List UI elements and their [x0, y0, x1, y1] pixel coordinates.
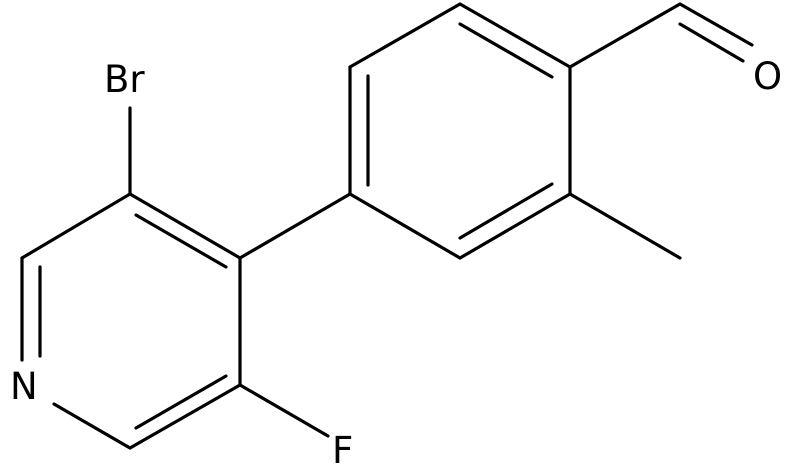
bond-methyl [568, 192, 682, 260]
atom-label-br: Br [104, 58, 145, 101]
bond-b4-cho [568, 2, 682, 69]
atom-label-o: O [753, 55, 782, 98]
bond-c-o-double-inner [678, 22, 745, 63]
atom-label-n: N [10, 365, 38, 408]
bond-b3-b4 [458, 2, 572, 69]
bond-b6-b1 [348, 192, 462, 260]
bond-c-o-double-outer [678, 2, 754, 47]
bond-biaryl [238, 192, 352, 260]
bond-b5-b6-inner [458, 182, 554, 240]
bond-c-f-f [238, 383, 330, 438]
benzene-ring [348, 2, 572, 260]
bond-c-br-c4-inner [134, 213, 228, 269]
bond-b2-b3 [348, 2, 462, 69]
atom-label-f: F [332, 429, 353, 472]
bond-c-br-c4 [128, 192, 242, 260]
bond-c-f-c6-inner [134, 374, 228, 430]
bond-c-f-c6 [128, 383, 242, 450]
bond-b3-b4-inner [458, 22, 554, 79]
pyridine-ring [20, 106, 330, 450]
bond-c2-c-br [20, 192, 132, 260]
bond-b5-b6 [458, 192, 572, 260]
aldehyde-group [568, 2, 754, 69]
bond-c6-n [52, 402, 132, 450]
